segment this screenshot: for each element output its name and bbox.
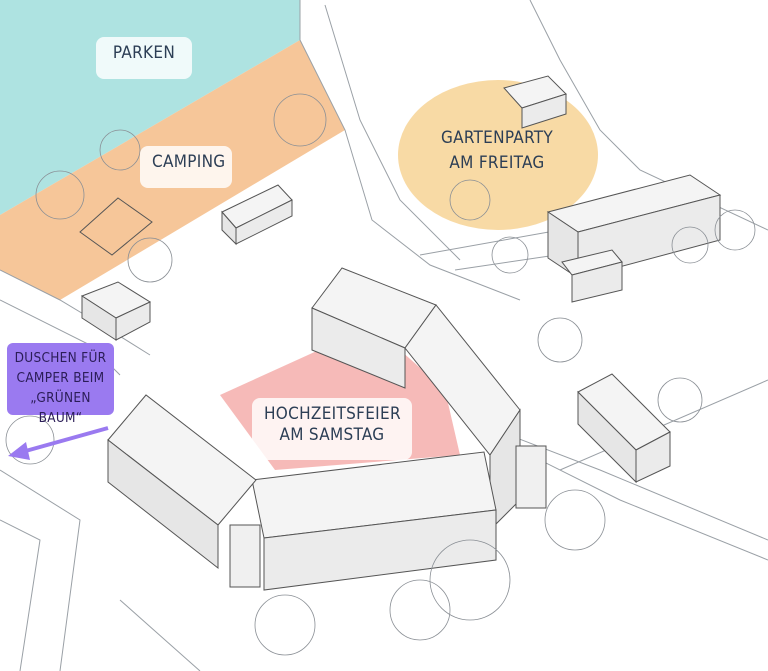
showers-label-line2: CAMPER BEIM (16, 370, 105, 386)
camping-field (79, 197, 153, 256)
hochzeit-label: HOCHZEITSFEIER AM SAMSTAG (252, 398, 412, 460)
gartenparty-label-line2: AM FREITAG (449, 153, 545, 173)
parking-label: PARKEN (96, 37, 192, 79)
gartenparty-label: GARTENPARTY AM FREITAG (430, 126, 564, 182)
trees (5, 93, 756, 656)
hochzeit-label-line2: AM SAMSTAG (279, 425, 385, 445)
camping-label: CAMPING (140, 146, 232, 188)
hochzeit-label-line1: HOCHZEITSFEIER (264, 404, 401, 424)
showers-label: DUSCHEN FÜR CAMPER BEIM „GRÜNEN BAUM“ (7, 343, 114, 426)
showers-arrow (8, 426, 109, 460)
parking-zone (0, 0, 300, 215)
gartenparty-label-line1: GARTENPARTY (440, 128, 554, 148)
buildings (80, 75, 722, 591)
showers-label-line1: DUSCHEN FÜR (14, 350, 107, 366)
showers-label-line3: „GRÜNEN BAUM“ (30, 390, 91, 426)
